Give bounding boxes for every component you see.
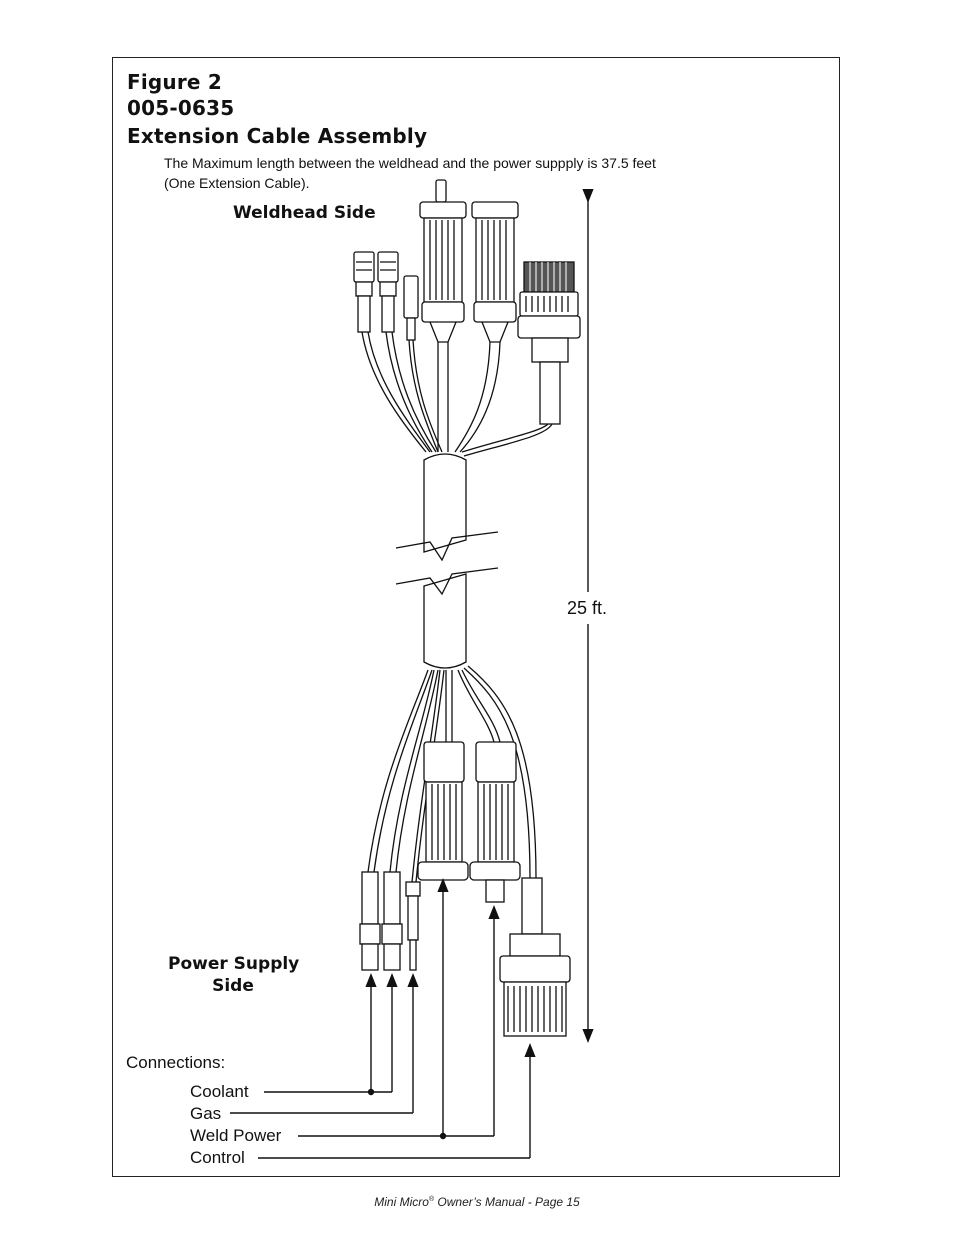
- connection-weld-power: Weld Power: [190, 1126, 282, 1145]
- footer-product: Mini Micro: [374, 1195, 429, 1209]
- connections-heading: Connections:: [126, 1053, 226, 1072]
- connection-gas: Gas: [190, 1104, 222, 1123]
- figure-label: Figure 2: [127, 70, 222, 94]
- power-supply-connectors: [359, 741, 571, 1037]
- footer-registered-mark: ®: [428, 1196, 435, 1203]
- figure-frame: [112, 57, 840, 1177]
- connection-leaders: [230, 878, 536, 1159]
- power-supply-side-label-line1: Power Supply: [168, 954, 300, 974]
- note-line-1: The Maximum length between the weldhead …: [164, 155, 656, 171]
- figure-title: Extension Cable Assembly: [127, 124, 428, 148]
- connection-control: Control: [190, 1148, 245, 1167]
- page-footer: Mini Micro® Owner’s Manual - Page 15: [0, 1195, 954, 1209]
- weldhead-connectors: [353, 179, 581, 425]
- part-number: 005-0635: [127, 96, 235, 120]
- power-supply-side-label-line2: Side: [212, 976, 254, 996]
- footer-rest: Owner’s Manual - Page 15: [434, 1195, 580, 1209]
- length-dimension-label: 25 ft.: [567, 598, 608, 618]
- weldhead-side-label: Weldhead Side: [233, 203, 376, 223]
- note-line-2: (One Extension Cable).: [164, 175, 310, 191]
- upper-cables: [361, 331, 553, 457]
- main-cable-jacket: [395, 453, 499, 669]
- connection-coolant: Coolant: [190, 1082, 249, 1101]
